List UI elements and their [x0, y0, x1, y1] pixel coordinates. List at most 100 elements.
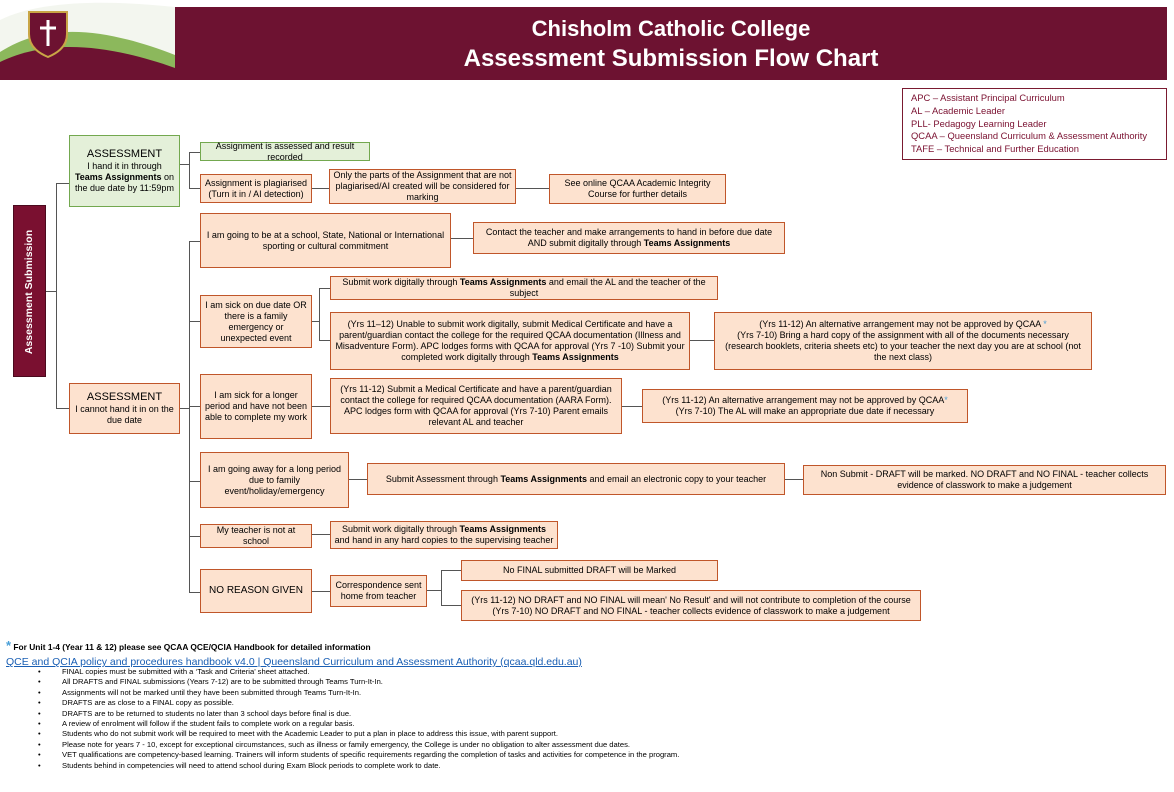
list-item: A review of enrolment will follow if the… — [38, 719, 679, 730]
list-item: Assignments will not be marked until the… — [38, 688, 679, 699]
connector — [56, 408, 69, 409]
college-crest-logo — [25, 8, 71, 59]
qcaa-handbook-link[interactable]: QCE and QCIA policy and procedures handb… — [6, 656, 582, 668]
list-item: All DRAFTS and FINAL submissions (Years … — [38, 677, 679, 688]
connector — [180, 164, 189, 165]
legend-item: TAFE – Technical and Further Education — [911, 143, 1079, 155]
sick-alternative-box: (Yrs 11-12) An alternative arrangement m… — [714, 312, 1092, 370]
box-text: Only the parts of the Assignment that ar… — [333, 170, 512, 202]
box-text: I am sick on due date OR there is a fami… — [205, 299, 307, 343]
box-text: See online QCAA Academic Integrity Cours… — [564, 178, 711, 199]
sick-cannot-submit-box: (Yrs 11–12) Unable to submit work digita… — [330, 312, 690, 370]
teams-bold: Teams Assignments — [643, 238, 731, 248]
connector — [451, 238, 473, 239]
box-text: and email the AL and the teacher of the … — [509, 277, 706, 298]
connector — [441, 570, 442, 606]
connector — [189, 241, 190, 592]
box-text: Non Submit - DRAFT will be marked. NO DR… — [820, 469, 1149, 490]
box-text: My teacher is not at school — [216, 525, 296, 546]
connector — [427, 590, 441, 591]
teams-bold: Teams Assignments — [459, 524, 547, 534]
connector — [189, 481, 200, 482]
connector — [312, 406, 330, 407]
connector — [189, 536, 200, 537]
footer-note: * For Unit 1-4 (Year 11 & 12) please see… — [6, 638, 371, 653]
box-text: I am going away for a long period due to… — [207, 463, 342, 496]
connector — [189, 152, 200, 153]
connector — [785, 479, 803, 480]
list-item: FINAL copies must be submitted with a ‘T… — [38, 667, 679, 678]
box-text: NO REASON GIVEN — [209, 585, 303, 596]
sick-submit-digital-box: Submit work digitally through Teams Assi… — [330, 276, 718, 300]
box-text: (Yrs 11–12) Unable to submit work digita… — [335, 319, 685, 362]
box-text: (Yrs 7-10) The AL will make an appropria… — [675, 406, 935, 416]
commitment-box: I am going to be at a school, State, Nat… — [200, 213, 451, 268]
legend-item: APC – Assistant Principal Curriculum — [911, 92, 1065, 103]
connector — [312, 188, 329, 189]
connector — [319, 288, 320, 340]
page-subtitle: Assessment Submission Flow Chart — [463, 45, 879, 72]
connector — [516, 188, 549, 189]
assessment-heading: ASSESSMENT — [86, 148, 163, 160]
box-text: Contact the teacher and make arrangement… — [485, 227, 773, 248]
sick-long-alternative-box: (Yrs 11-12) An alternative arrangement m… — [642, 389, 968, 423]
box-text: Submit work digitally through — [342, 277, 460, 287]
correspondence-box: Correspondence sent home from teacher — [330, 575, 427, 607]
plagiarised-box: Assignment is plagiarised (Turn it in / … — [200, 174, 312, 203]
a1-bold: Teams Assignments — [74, 172, 162, 182]
assessment-handed-in-box: ASSESSMENT I hand it in through Teams As… — [69, 135, 180, 207]
academic-integrity-box: See online QCAA Academic Integrity Cours… — [549, 174, 726, 204]
sick-due-date-box: I am sick on due date OR there is a fami… — [200, 295, 312, 348]
legend-item: QCAA – Queensland Curriculum & Assessmen… — [911, 130, 1148, 142]
asterisk-icon: * — [6, 638, 12, 653]
asterisk-icon: * — [944, 395, 948, 405]
box-text: I am going to be at a school, State, Nat… — [206, 229, 445, 251]
connector — [622, 406, 642, 407]
non-submit-box: Non Submit - DRAFT will be marked. NO DR… — [803, 465, 1166, 495]
connector — [441, 570, 461, 571]
asterisk-icon: * — [1043, 319, 1047, 329]
connector — [56, 183, 69, 184]
connector — [312, 321, 319, 322]
box-text: (Yrs 11-12) An alternative arrangement m… — [759, 319, 1044, 329]
connector — [189, 321, 200, 322]
list-item: Please note for years 7 - 10, except for… — [38, 740, 679, 751]
connector — [56, 183, 57, 408]
box-text: No FINAL submitted DRAFT will be Marked — [502, 565, 677, 575]
abbreviation-legend: APC – Assistant Principal Curriculum AL … — [902, 88, 1167, 160]
box-text: Submit work digitally through — [341, 524, 460, 534]
connector — [189, 241, 200, 242]
assessed-box: Assignment is assessed and result record… — [200, 140, 370, 162]
root-label: Assessment Submission — [23, 229, 35, 355]
sick-long-period-box: I am sick for a longer period and have n… — [200, 374, 312, 439]
box-text: Submit Assessment through — [385, 473, 501, 484]
box-text: (Yrs 11-12) An alternative arrangement m… — [662, 395, 945, 405]
teacher-absent-action-box: Submit work digitally through Teams Assi… — [330, 521, 558, 549]
connector — [46, 291, 57, 292]
commitment-action-box: Contact the teacher and make arrangement… — [473, 222, 785, 254]
box-text: (Yrs 11-12) Submit a Medical Certificate… — [340, 384, 612, 427]
a2-line: I cannot hand it in on the due date — [75, 404, 174, 425]
box-text: and hand in any hard copies to the super… — [334, 535, 554, 545]
a1-line: on the due date by 11:59pm — [75, 172, 175, 193]
box-text: and email an electronic copy to your tea… — [586, 473, 767, 484]
no-result-box: (Yrs 11-12) NO DRAFT and NO FINAL will m… — [461, 590, 921, 621]
footer-note-text: For Unit 1-4 (Year 11 & 12) please see Q… — [13, 642, 371, 652]
box-text: I am sick for a longer period and have n… — [204, 390, 308, 422]
teams-bold: Teams Assignments — [532, 352, 619, 362]
a1-line: I hand it in through — [87, 161, 162, 171]
rules-list: FINAL copies must be submitted with a ‘T… — [38, 667, 679, 771]
connector — [189, 152, 190, 189]
teacher-absent-box: My teacher is not at school — [200, 524, 312, 548]
no-reason-box: NO REASON GIVEN — [200, 569, 312, 613]
box-text: Correspondence sent home from teacher — [335, 580, 422, 601]
connector — [189, 188, 200, 189]
no-final-draft-box: No FINAL submitted DRAFT will be Marked — [461, 560, 718, 581]
list-item: DRAFTS are as close to a FINAL copy as p… — [38, 698, 679, 709]
connector — [180, 408, 189, 409]
list-item: DRAFTS are to be returned to students no… — [38, 709, 679, 720]
connector — [312, 591, 330, 592]
box-text: Assignment is plagiarised (Turn it in / … — [204, 177, 308, 199]
teams-bold: Teams Assignments — [500, 473, 587, 484]
box-text: Assignment is assessed and result record… — [215, 140, 355, 162]
